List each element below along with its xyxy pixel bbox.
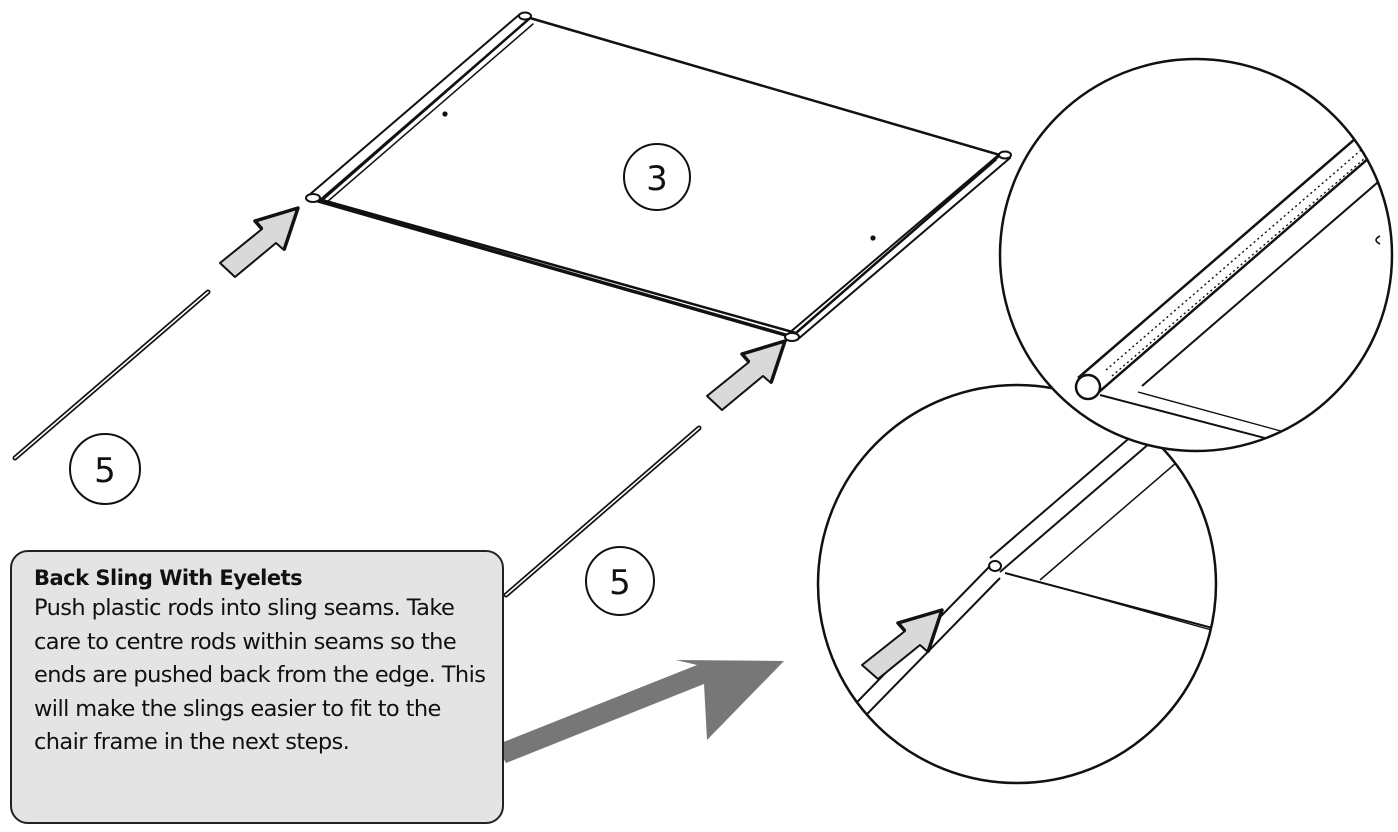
left-seam xyxy=(305,11,534,203)
instruction-box: Back Sling With Eyelets Push plastic rod… xyxy=(10,550,504,824)
callout-part-5-left: 5 xyxy=(69,433,141,505)
plastic-rods xyxy=(12,289,702,598)
eyelet xyxy=(442,111,448,117)
callout-label: 5 xyxy=(609,563,631,603)
rod-left xyxy=(12,289,211,461)
callout-part-5-right: 5 xyxy=(585,546,655,616)
right-seam xyxy=(784,150,1012,343)
rod-right xyxy=(503,425,702,598)
eyelet xyxy=(870,235,876,241)
detail-circle-lower xyxy=(816,383,1218,785)
arrow-up-right-icon xyxy=(219,206,300,278)
callout-label: 3 xyxy=(646,159,668,199)
instruction-text: Push plastic rods into sling seams. Take… xyxy=(34,595,486,756)
callout-part-3: 3 xyxy=(623,143,691,211)
arrow-up-right-icon xyxy=(861,608,944,680)
big-arrow-icon xyxy=(496,660,784,763)
detail-circle-upper xyxy=(998,57,1394,453)
callout-label: 5 xyxy=(94,451,116,491)
arrow-up-right-icon xyxy=(706,339,787,411)
instruction-title: Back Sling With Eyelets xyxy=(34,566,303,590)
